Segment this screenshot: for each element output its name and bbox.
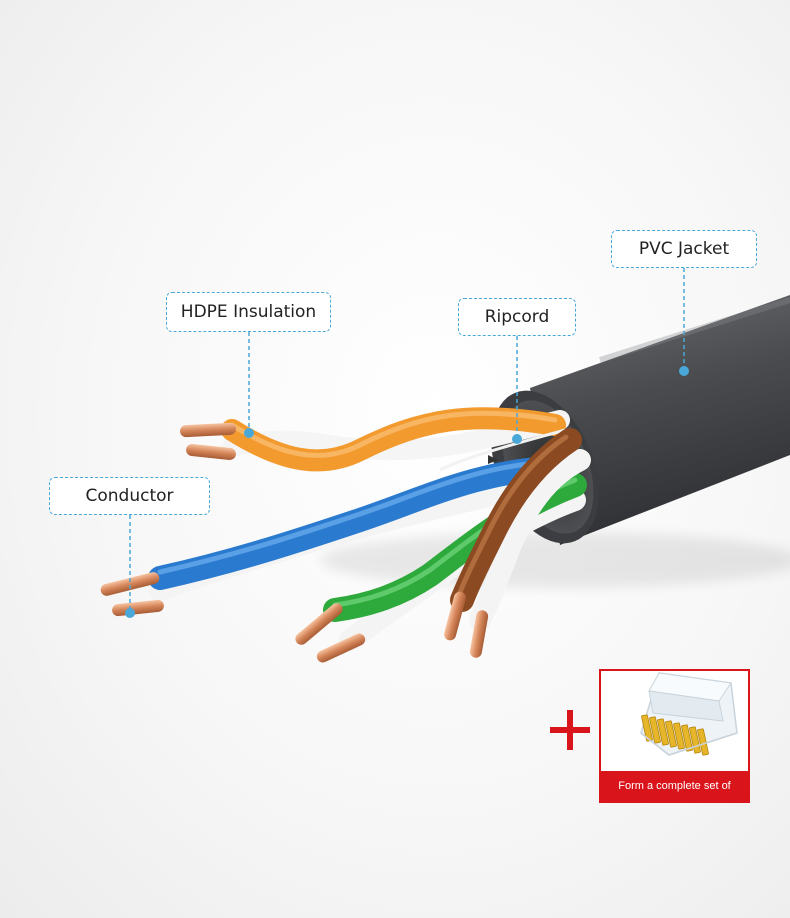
orange-pair [180, 407, 570, 472]
rj45-connector-icon [640, 672, 738, 756]
pvc-jacket-label: PVC Jacket [611, 230, 757, 268]
ripcord-label: Ripcord [458, 298, 576, 336]
connector-caption: Form a complete set of [601, 771, 748, 801]
plus-icon [550, 710, 590, 750]
ripcord-arrow [488, 455, 498, 464]
leader-dots [125, 366, 689, 618]
leader-lines [129, 268, 685, 612]
brown-pair [444, 428, 591, 658]
rj45-connector-card: Form a complete set of [599, 669, 750, 803]
conductor-label: Conductor [49, 477, 210, 515]
blue-pair [100, 456, 571, 617]
hdpe-insulation-label: HDPE Insulation [166, 292, 331, 332]
ripcord [439, 428, 566, 472]
